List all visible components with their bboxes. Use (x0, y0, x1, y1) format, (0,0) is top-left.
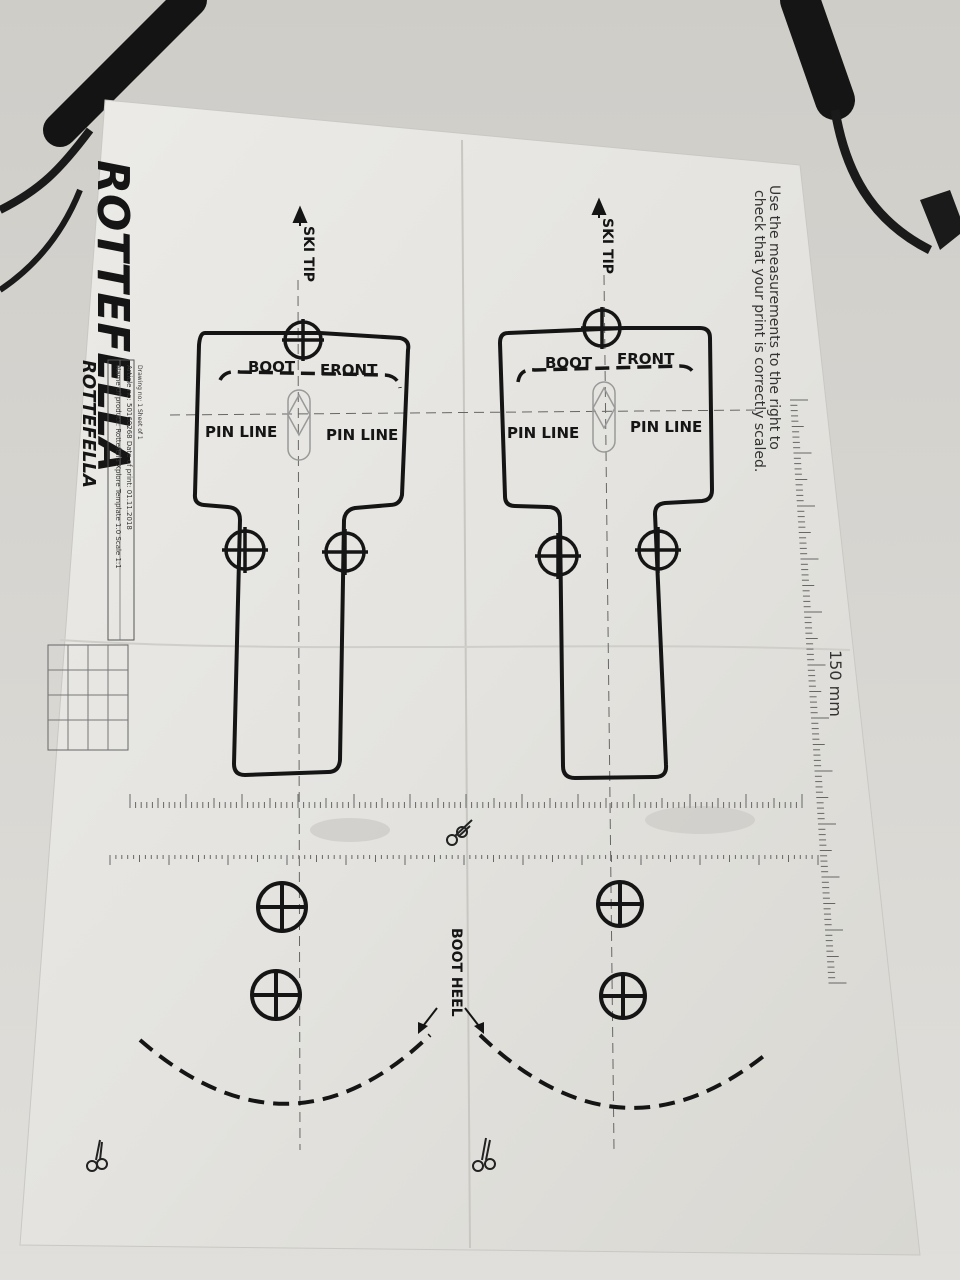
cable-right (780, 0, 960, 255)
front-label: FRONT (617, 350, 675, 368)
cable-left (0, 0, 207, 293)
crosshair-icon (596, 880, 644, 928)
ruler-measure-label: 150 mm (826, 650, 845, 717)
info-table: Name of product: Rottefella Xplore Templ… (47, 359, 143, 751)
pin-slot (287, 389, 311, 461)
ruler-instruction-2: check that your print is correctly scale… (751, 190, 767, 472)
crosshair-icon (250, 969, 302, 1021)
crosshair-icon (322, 529, 368, 575)
info-row-2: Article no: 50160268 Date of print: 01.1… (125, 365, 133, 530)
print-smudge (310, 818, 390, 842)
ruler-instruction-1: Use the measurements to the right to (766, 185, 782, 450)
template-right-outline (498, 326, 714, 780)
boot-label: BOOT (248, 358, 296, 376)
fold-vertical (461, 139, 471, 1249)
boot-front-line (218, 369, 402, 389)
pin-line-label: PIN LINE (205, 423, 277, 441)
info-row-3: Drawing no: 1 Sheet of 1 (136, 365, 143, 440)
template-left-outline (192, 331, 411, 777)
boot-label: BOOT (545, 354, 593, 372)
arrow-up-icon (292, 205, 308, 226)
boot-front-line (516, 364, 697, 383)
crosshair-icon (581, 307, 623, 349)
heel-arc (138, 1033, 432, 1106)
scissors-icon (86, 1139, 108, 1172)
template-right: BOOT FRONT PIN LINE PIN LINE SKI TIP (478, 197, 767, 1110)
crosshair-icon (599, 972, 647, 1020)
ruler-horizontal-bottom (109, 855, 819, 865)
scissors-icon (472, 1137, 496, 1172)
pin-slot (592, 381, 616, 453)
fold-horizontal (59, 639, 851, 651)
pin-line-label: PIN LINE (507, 424, 579, 442)
crosshair-icon (635, 527, 681, 573)
pin-line-label: PIN LINE (630, 418, 702, 436)
template-left: BOOT FRONT PIN LINE PIN LINE SKI TIP (138, 205, 432, 1106)
ruler-horizontal-top (129, 794, 803, 808)
heel-arc (478, 1033, 767, 1110)
crosshair-icon (535, 533, 581, 579)
crosshair-icon (222, 527, 268, 573)
arrow-up-icon (591, 197, 607, 218)
print-smudge (645, 806, 755, 834)
info-row-1: Name of product: Rottefella Xplore Templ… (114, 365, 122, 569)
paper-sheet (19, 99, 921, 1256)
ski-tip-label: SKI TIP (599, 218, 615, 274)
brand-logo: ROTTEFELLA (87, 160, 138, 473)
pin-line-label: PIN LINE (326, 426, 398, 444)
ruler-vertical (790, 399, 847, 984)
scissors-icon (446, 819, 473, 846)
ski-tip-label: SKI TIP (300, 226, 316, 282)
crosshair-icon (256, 881, 308, 933)
front-label: FRONT (320, 361, 378, 379)
boot-heel-label: BOOT HEEL (448, 928, 464, 1017)
crosshair-icon (282, 319, 324, 361)
brand-logo-small: ROTTEFELLA (78, 360, 99, 488)
